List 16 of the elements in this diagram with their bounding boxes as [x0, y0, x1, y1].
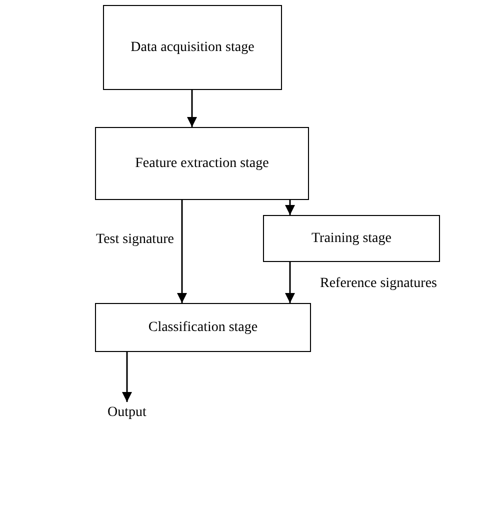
output-text: Output [108, 405, 146, 421]
arrow [285, 200, 295, 215]
process-box [103, 5, 282, 90]
arrow [187, 90, 197, 127]
process-box [263, 215, 440, 262]
box-label: Training stage [312, 230, 392, 246]
process-box [95, 127, 309, 200]
edge-label: Reference signatures [320, 276, 437, 292]
arrow [122, 352, 132, 402]
edge-label: Test signature [96, 232, 174, 248]
arrow [177, 200, 187, 303]
arrow [285, 262, 295, 303]
process-box [95, 303, 311, 352]
box-label: Classification stage [148, 320, 258, 336]
box-label: Data acquisition stage [130, 40, 254, 56]
box-label: Feature extraction stage [135, 156, 269, 172]
